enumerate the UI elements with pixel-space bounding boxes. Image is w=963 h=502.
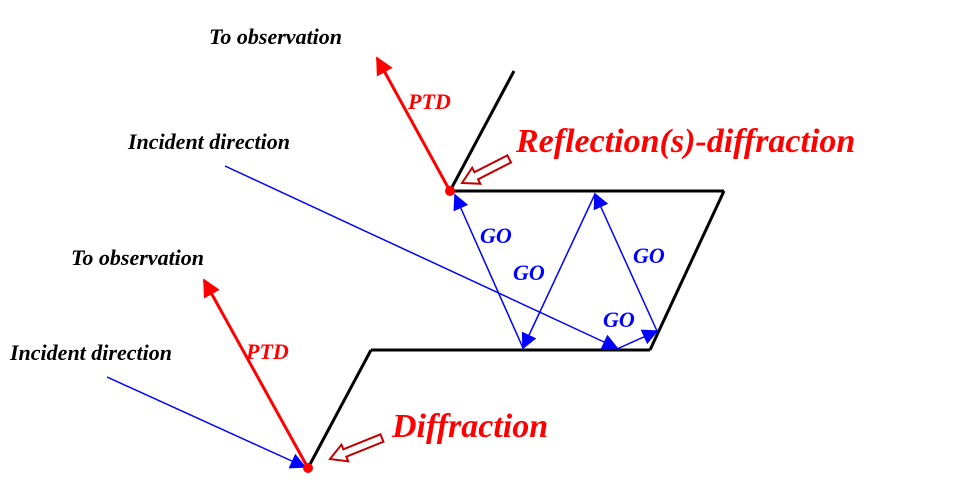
pointer-top-icon: [460, 154, 513, 185]
to-observation-top-label: To observation: [209, 24, 342, 49]
diffraction-point-top-icon: [445, 186, 455, 196]
ptd-bottom-label: PTD: [245, 339, 289, 364]
ptd-ray-bottom: [202, 278, 310, 469]
diffraction-label: Diffraction: [391, 408, 548, 445]
go-ray-2: [593, 192, 658, 332]
to-observation-bottom-label: To observation: [71, 245, 204, 270]
go-ray-4: [453, 193, 524, 349]
go-label-4: GO: [603, 307, 635, 332]
incident-direction-top-label: Incident direction: [127, 129, 290, 154]
incident-ray-top: [224, 165, 619, 350]
incident-ray-bottom: [106, 376, 307, 469]
ptd-ray-top: [375, 56, 452, 192]
go-ray-chain: [453, 192, 659, 350]
reflection-diffraction-label: Reflection(s)-diffraction: [515, 123, 855, 160]
go-label-2: GO: [513, 260, 545, 285]
go-ray-3: [521, 193, 596, 350]
ptd-top-label: PTD: [407, 89, 451, 114]
ptd-rays: [202, 56, 452, 469]
go-label-3: GO: [633, 243, 665, 268]
go-ray-1: [616, 329, 659, 350]
lower-wedge-edge: [306, 349, 373, 469]
diffraction-point-bottom-icon: [303, 463, 313, 473]
pointer-bottom-icon: [328, 433, 385, 463]
parallelogram-right-edge: [648, 190, 726, 351]
go-label-1: GO: [480, 223, 512, 248]
upper-wedge-edge: [448, 70, 516, 192]
incident-rays: [106, 165, 619, 469]
incident-direction-bottom-label: Incident direction: [9, 340, 172, 365]
geometry: [306, 70, 726, 469]
